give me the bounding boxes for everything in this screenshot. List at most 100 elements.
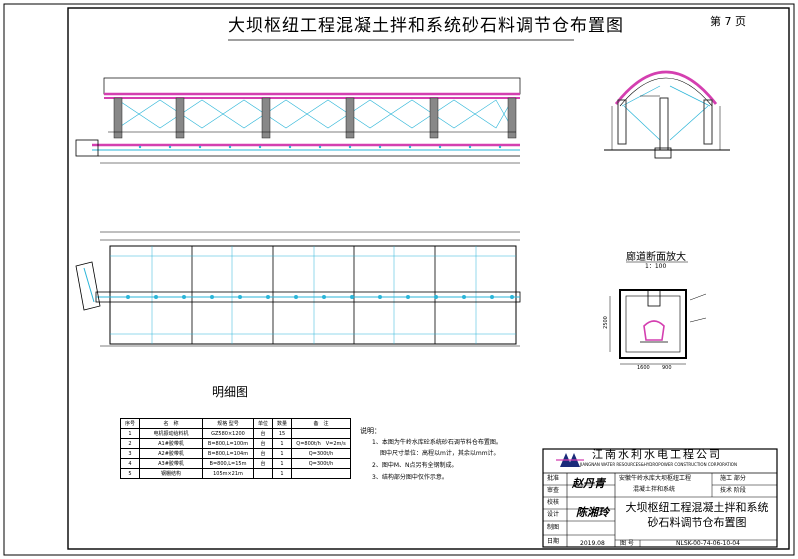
table-cell: 钢棚结构: [139, 468, 203, 479]
table-cell: 台: [253, 428, 273, 439]
table-cell: 1: [272, 458, 292, 469]
table-row: 4 A3#胶带机 B=800,L=15m 台 1 Q=300t/h: [120, 458, 351, 469]
drawing-title: 大坝枢纽工程混凝土拌和系统砂石料调节仓布置图: [625, 501, 769, 529]
drawing-date: 2019.08: [580, 540, 605, 547]
table-row: 5 钢棚结构 105m×21m 1: [120, 468, 351, 479]
table-cell: A1#胶带机: [139, 438, 203, 449]
note-line: 1、本图为牛岭水库砼系统砂石调节料仓布置图。: [372, 439, 502, 446]
table-cell: Q=300t/h: [291, 448, 351, 459]
table-cell: 15: [272, 428, 292, 439]
project-line-1: 安徽牛岭水库大坝枢纽工程: [619, 475, 692, 482]
col-header: 序号: [120, 418, 140, 429]
table-cell: 4: [120, 458, 140, 469]
outer-frame: [3, 3, 795, 556]
section-columns: [617, 97, 713, 151]
gallery-outer-wall: [619, 289, 687, 359]
page-number: 第 7 页: [710, 15, 746, 28]
section-view-scale: 1：100: [645, 263, 667, 270]
table-cell: 电机振动给料机: [139, 428, 203, 439]
bill-of-materials: 序号 名 称 规格 型号 单位 数量 备 注 1 电机振动给料机 GZ580×1…: [120, 418, 351, 479]
title-block-grid: [542, 448, 778, 548]
table-cell: 台: [253, 458, 273, 469]
table-cell: 5: [120, 468, 140, 479]
role-label: 设计: [547, 511, 560, 518]
roof-canopy: [103, 77, 521, 95]
note-line: 图中尺寸单位：高程以m计，其余以mm计。: [380, 450, 500, 457]
section-dim-width: 1600: [637, 365, 650, 371]
section-bracing: [621, 85, 711, 141]
inner-frame: [67, 7, 790, 550]
table-cell: 105m×21m: [202, 468, 254, 479]
section-dim-height: 2500: [602, 316, 609, 329]
col-header: 备 注: [291, 418, 351, 429]
plan-bays: [191, 246, 436, 344]
page-title: 大坝枢纽工程混凝土拌和系统砂石料调节仓布置图: [228, 16, 624, 36]
table-cell: 3: [120, 448, 140, 459]
company-name: 江南水利水电工程公司: [592, 448, 722, 461]
gallery-belt: [643, 320, 665, 341]
col-header: 单位: [253, 418, 273, 429]
drawing-no-label: 图 号: [620, 540, 634, 547]
note-line: 3、结构部分图中仅作示意。: [372, 474, 448, 481]
table-cell: Q=800t/h V=2m/s: [291, 438, 351, 449]
table-cell: 1: [120, 428, 140, 439]
table-cell: 台: [253, 448, 273, 459]
plan-view: [75, 231, 521, 347]
stage-label: 施工 部分: [720, 475, 746, 482]
company-name-en: JIANGNAN WATER RESOURCES&HYDROPOWER CONS…: [580, 462, 737, 467]
phase-label: 技术 阶段: [720, 487, 746, 494]
gallery-inner-wall: [625, 295, 681, 353]
role-label: 校核: [547, 499, 560, 506]
table-cell: 2: [120, 438, 140, 449]
gallery-section-detail: [609, 261, 707, 365]
table-row: 1 电机振动给料机 GZ580×1200 台 15: [120, 428, 351, 439]
drawing-no: NLSK-00-74-06-10-04: [676, 540, 740, 547]
table-row: 3 A2#胶带机 B=800,L=104m 台 1 Q=300t/h: [120, 448, 351, 459]
feeder-marks: [138, 145, 502, 149]
table-cell: 1: [272, 448, 292, 459]
col-header: 名 称: [139, 418, 203, 429]
table-cell: 1: [272, 438, 292, 449]
section-dim-inner: 900: [662, 365, 672, 371]
transfer-chute: [75, 261, 101, 311]
role-label: 审查: [547, 487, 560, 494]
conveyor-head-station: [75, 139, 99, 157]
table-cell: GZ580×1200: [202, 428, 254, 439]
signature-designer: 陈湘玲: [576, 506, 609, 519]
note-line: 2、图中M、N点另有全钢制成。: [372, 462, 458, 469]
plan-feeders: [126, 295, 514, 299]
elevation-columns: [113, 97, 517, 139]
table-row: 2 A1#胶带机 B=800,L=100m 台 1 Q=800t/h V=2m/…: [120, 438, 351, 449]
table-header-row: 序号 名 称 规格 型号 单位 数量 备 注: [120, 418, 351, 429]
notes-title: 说明：: [360, 427, 381, 435]
table-cell: [291, 468, 351, 479]
role-label: 日期: [547, 538, 560, 545]
table-cell: 1: [272, 468, 292, 479]
arch-roof: [614, 70, 718, 105]
elevation-bracing: [117, 99, 513, 129]
col-header: 规格 型号: [202, 418, 254, 429]
cross-section-view: [604, 70, 730, 159]
table-cell: A2#胶带机: [139, 448, 203, 459]
table-cell: [291, 428, 351, 439]
col-header: 数量: [272, 418, 292, 429]
detail-table-title: 明细图: [212, 385, 249, 399]
plan-outline: [109, 245, 517, 345]
section-view-title: 廊道断面放大: [626, 252, 686, 263]
table-cell: Q=300t/h: [291, 458, 351, 469]
table-cell: 台: [253, 438, 273, 449]
project-line-2: 混凝土拌和系统: [633, 486, 676, 493]
plan-gridlines: [110, 246, 516, 344]
role-label: 批准: [547, 475, 560, 482]
table-cell: B=800,L=15m: [202, 458, 254, 469]
table-cell: B=800,L=100m: [202, 438, 254, 449]
role-label: 制图: [547, 524, 560, 531]
table-cell: B=800,L=104m: [202, 448, 254, 459]
signature-approver: 赵丹青: [572, 477, 605, 490]
elevation-view: [75, 77, 521, 164]
company-logo: [556, 453, 584, 467]
table-cell: A3#胶带机: [139, 458, 203, 469]
table-cell: [253, 468, 273, 479]
